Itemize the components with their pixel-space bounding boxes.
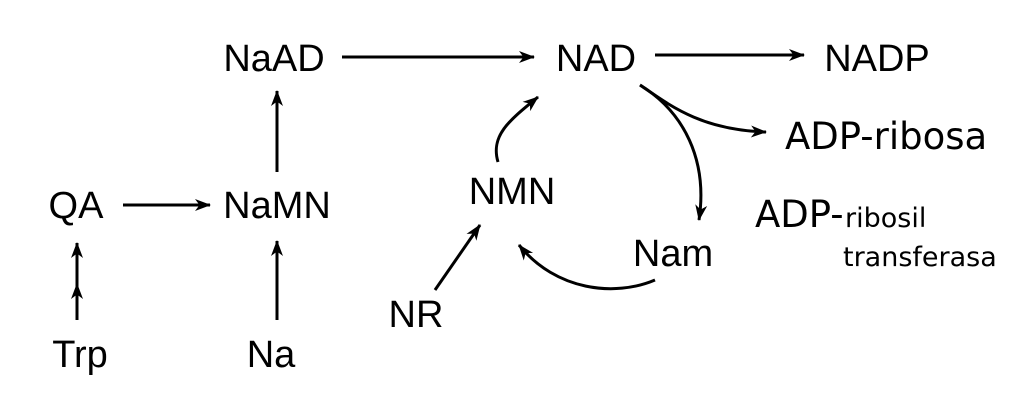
node-label-nam: Nam <box>633 233 713 275</box>
node-label-na: Na <box>247 334 296 376</box>
node-label-trp: Trp <box>52 334 108 376</box>
node-label-qa: QA <box>49 185 105 227</box>
node-label-nad: NAD <box>556 38 636 80</box>
enzyme-label-prefix: ADP- <box>755 193 844 236</box>
node-label-nr: NR <box>389 294 444 336</box>
arrow-nam-to-nmn <box>517 244 656 291</box>
node-label-nmn: NMN <box>469 171 556 213</box>
enzyme-label-line1: ribosil <box>845 203 926 234</box>
node-label-naad: NaAD <box>223 38 324 80</box>
node-label-nadp: NADP <box>824 38 930 80</box>
enzyme-label-line2: transferasa <box>843 242 997 273</box>
node-label-namn: NaMN <box>223 185 331 227</box>
arrow-nad-to-adp-ribosa <box>639 83 767 138</box>
node-label-adp-ribosa: ADP-ribosa <box>785 115 987 158</box>
arrow-nr-to-nmn <box>433 224 482 291</box>
arrow-nmn-to-nad <box>494 95 539 163</box>
